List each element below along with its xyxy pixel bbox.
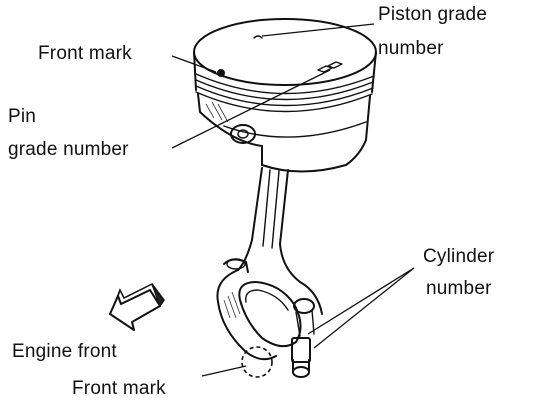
front-mark-top-label: Front mark xyxy=(38,43,132,64)
front-mark-bottom-label: Front mark xyxy=(72,378,166,399)
piston-front-mark-dot xyxy=(217,69,225,77)
engine-front-label: Engine front xyxy=(12,341,117,362)
connecting-rod xyxy=(216,167,323,378)
piston-grade-number-label-line1: Piston grade xyxy=(378,4,488,25)
piston-grade-number-label-line2: number xyxy=(378,38,444,59)
cylinder-number-label-line2: number xyxy=(426,278,492,299)
piston xyxy=(193,18,377,173)
pin-grade-number-label-line1: Pin xyxy=(8,106,37,127)
leader-lines xyxy=(171,23,415,377)
engine-front-arrow-icon xyxy=(109,282,165,331)
rod-front-mark-circle xyxy=(241,346,273,378)
cylinder-number-label-line1: Cylinder xyxy=(423,246,495,267)
pin-grade-number-label-line2: grade number xyxy=(8,139,129,160)
